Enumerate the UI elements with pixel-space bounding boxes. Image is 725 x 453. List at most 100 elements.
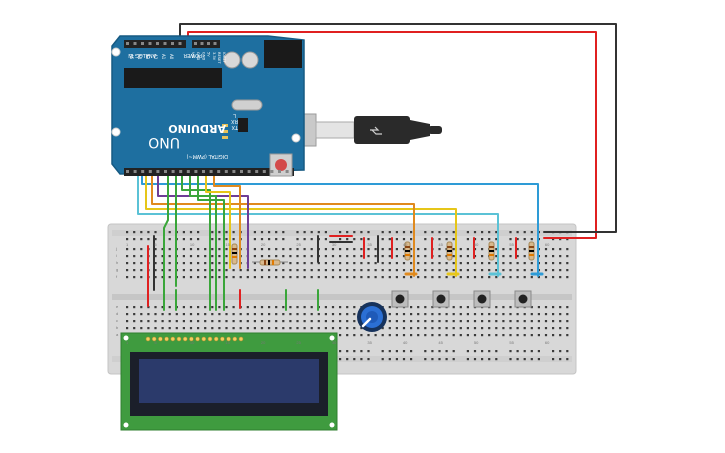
row-letter: e	[116, 304, 119, 309]
led-label-tx: TX	[231, 124, 239, 130]
crystal	[231, 99, 263, 111]
row-letter: c	[116, 318, 118, 323]
power-pin-label: RESET	[217, 52, 221, 64]
power-pin-label: IOREF	[222, 52, 226, 63]
power-pin-label: VIN	[191, 52, 195, 59]
header-holes	[126, 42, 289, 173]
pushbutton	[432, 290, 450, 308]
lcd-header-pins	[145, 336, 244, 342]
column-number: 40	[403, 340, 408, 345]
arduino-uno-board[interactable]: ARDUINO UNO DIGITAL (PWM~) ANALOG IN POW…	[111, 35, 305, 177]
pushbutton	[514, 290, 532, 308]
column-number: 5	[154, 242, 157, 247]
column-number: 50	[474, 242, 479, 247]
resistor	[252, 259, 288, 266]
column-number: 55	[509, 340, 514, 345]
wire-yellow-btn2	[145, 175, 457, 277]
column-number: 5	[154, 340, 157, 345]
lcd-display[interactable]	[120, 332, 338, 431]
row-letter: i	[116, 253, 117, 258]
wire-yellow-short	[205, 175, 231, 269]
analog-pin-label: A2	[153, 54, 158, 60]
column-number: 20	[261, 340, 266, 345]
column-number: 45	[438, 242, 443, 247]
column-number: 25	[296, 340, 301, 345]
analog-pin-label: A4	[137, 54, 142, 60]
column-number: 25	[296, 242, 301, 247]
row-letter: h	[116, 260, 118, 265]
column-number: 50	[474, 340, 479, 345]
potentiometer[interactable]	[357, 302, 387, 332]
power-rail-bottom	[112, 356, 572, 362]
mount-hole	[329, 335, 335, 341]
row-letter: g	[116, 267, 118, 272]
column-number: 35	[367, 242, 372, 247]
column-number: 45	[438, 340, 443, 345]
power-pin-label: 3.3V	[212, 52, 216, 61]
power-jack	[264, 40, 302, 68]
usb-plug-body	[354, 116, 410, 144]
row-letter: b	[116, 325, 119, 330]
mount-hole	[123, 422, 129, 428]
analog-pin-label: A1	[161, 54, 166, 60]
column-number: 1	[126, 242, 129, 247]
row-letter: a	[116, 332, 119, 337]
resistor	[488, 241, 495, 261]
analog-header	[124, 40, 186, 48]
analog-pin-label: A0	[169, 54, 174, 60]
pushbutton	[473, 290, 491, 308]
wire-black-gnd	[179, 23, 617, 233]
mount-hole	[123, 335, 129, 341]
led-l	[222, 136, 228, 139]
led-rx	[222, 130, 228, 133]
wire-green	[197, 175, 225, 291]
column-number: 40	[403, 242, 408, 247]
column-number: 10	[190, 340, 195, 345]
pushbuttons[interactable]	[391, 290, 532, 308]
wire-blue-btn4	[141, 175, 539, 277]
digital-header	[124, 168, 294, 176]
wire-cyan-btn3	[137, 175, 499, 277]
pushbutton	[391, 290, 409, 308]
resistor	[528, 241, 535, 261]
resistor	[446, 241, 453, 261]
row-letter: j	[115, 246, 117, 251]
wire-green	[189, 175, 217, 291]
pot-indicator	[361, 317, 372, 328]
column-number: 30	[332, 242, 337, 247]
resistor	[231, 243, 238, 265]
microcontroller-chip	[124, 68, 222, 88]
column-number: 1	[126, 340, 129, 345]
breadboard-column-labels: 1155101015152020252530303535404045455050…	[115, 242, 550, 345]
column-number: 55	[509, 242, 514, 247]
lcd-screen	[139, 359, 319, 403]
brand-label: ARDUINO	[168, 122, 226, 135]
led-label-l: L	[233, 112, 236, 118]
column-number: 20	[261, 242, 266, 247]
column-number: 10	[190, 242, 195, 247]
column-number: 60	[545, 340, 550, 345]
digital-section-label: DIGITAL (PWM~)	[186, 153, 228, 159]
model-label: UNO	[148, 134, 180, 150]
center-channel	[112, 294, 572, 300]
wire-green	[163, 175, 169, 291]
analog-pin-label: A3	[145, 54, 150, 60]
resistor	[404, 241, 411, 261]
reset-button-cap	[275, 159, 287, 171]
column-number: 15	[225, 340, 230, 345]
usb-icon	[370, 126, 382, 135]
led-tx	[222, 124, 228, 127]
power-pin-label: GND	[196, 52, 200, 60]
power-rail-top	[112, 230, 572, 236]
column-number: 15	[225, 242, 230, 247]
usb-plug-metal	[315, 121, 355, 139]
wire-red-5v	[187, 31, 597, 239]
mount-hole	[329, 422, 335, 428]
on-label: ON	[112, 128, 120, 134]
column-number: 60	[545, 242, 550, 247]
led-label-rx: RX	[231, 118, 238, 124]
capacitor	[223, 51, 241, 69]
